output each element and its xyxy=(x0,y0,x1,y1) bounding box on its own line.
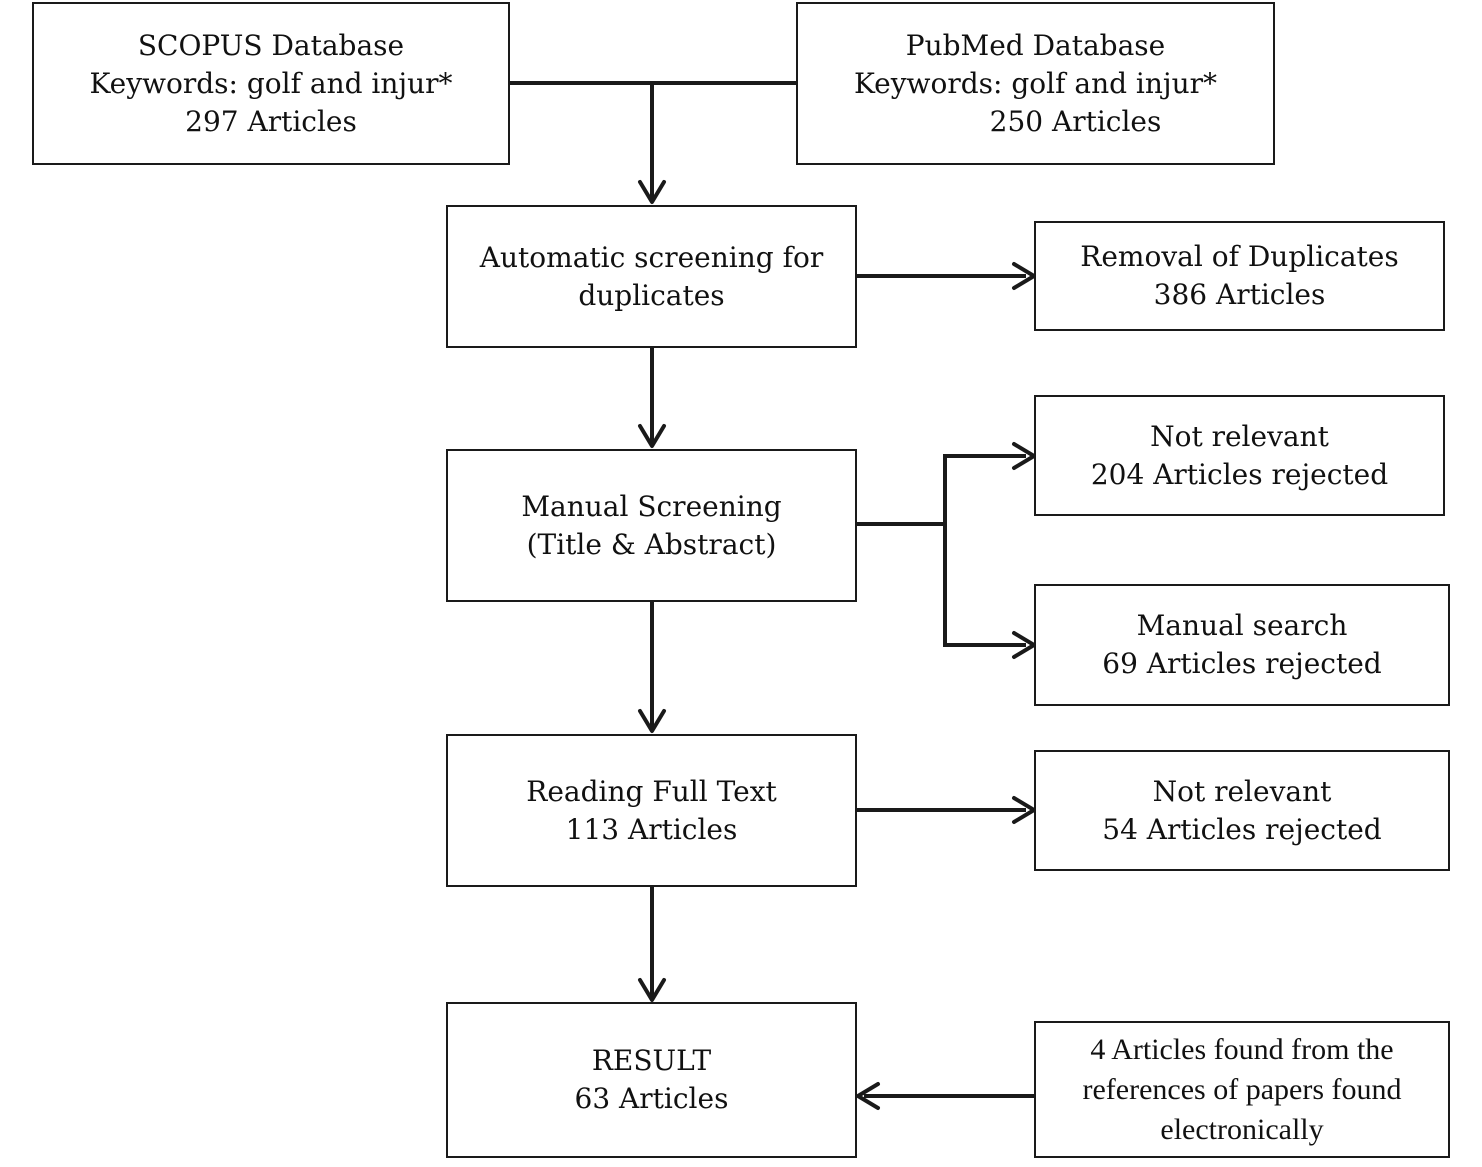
scopus-database-box: SCOPUS Database Keywords: golf and injur… xyxy=(32,2,510,165)
automatic-screening-box: Automatic screening for duplicates xyxy=(446,205,857,348)
not-relevant-box: Not relevant 204 Articles rejected xyxy=(1034,395,1445,516)
scopus-line-1: SCOPUS Database xyxy=(137,28,405,62)
auto-screening-line-2: duplicates xyxy=(578,278,725,312)
pubmed-line-2: Keywords: golf and injur* xyxy=(853,66,1218,100)
arrowhead-down-result xyxy=(638,978,666,1002)
not-relevant-2-line-2: 54 Articles rejected xyxy=(1102,812,1382,846)
pubmed-line-3: 250 Articles xyxy=(989,104,1162,138)
full-text-line-1: Reading Full Text xyxy=(526,774,777,808)
arrowhead-down-fulltext xyxy=(638,709,666,733)
scopus-line-3: 297 Articles xyxy=(185,104,357,138)
manual-screening-box: Manual Screening (Title & Abstract) xyxy=(446,449,857,602)
arrowhead-down-screening xyxy=(638,180,666,204)
reading-full-text-box: Reading Full Text 113 Articles xyxy=(446,734,857,887)
manual-search-box: Manual search 69 Articles rejected xyxy=(1034,584,1450,706)
not-relevant-line-1: Not relevant xyxy=(1150,419,1329,453)
result-line-1: RESULT xyxy=(591,1044,712,1077)
manual-screening-line-1: Manual Screening xyxy=(521,489,782,523)
manual-screening-line-2: (Title & Abstract) xyxy=(526,527,777,561)
removal-of-duplicates-box: Removal of Duplicates 386 Articles xyxy=(1034,221,1445,331)
references-line-3: electronically xyxy=(1160,1112,1324,1146)
duplicates-line-1: Removal of Duplicates xyxy=(1080,240,1399,273)
pubmed-line-1: PubMed Database xyxy=(905,28,1166,62)
full-text-line-2: 113 Articles xyxy=(565,812,738,846)
not-relevant-2-line-1: Not relevant xyxy=(1152,774,1332,808)
arrowhead-down-manual xyxy=(638,424,666,448)
not-relevant-full-text-box: Not relevant 54 Articles rejected xyxy=(1034,750,1450,871)
result-line-2: 63 Articles xyxy=(574,1082,729,1115)
manual-search-line-1: Manual search xyxy=(1136,609,1348,642)
arrowhead-left-result xyxy=(856,1082,880,1110)
manual-search-line-2: 69 Articles rejected xyxy=(1102,647,1382,680)
references-line-2: references of papers found xyxy=(1082,1072,1402,1106)
references-line-1: 4 Articles found from the xyxy=(1090,1032,1394,1066)
result-box: RESULT 63 Articles xyxy=(446,1002,857,1158)
duplicates-line-2: 386 Articles xyxy=(1153,278,1326,311)
auto-screening-line-1: Automatic screening for xyxy=(479,240,824,274)
not-relevant-line-2: 204 Articles rejected xyxy=(1090,457,1389,491)
scopus-line-2: Keywords: golf and injur* xyxy=(89,66,453,100)
references-found-box: 4 Articles found from the references of … xyxy=(1034,1021,1450,1158)
pubmed-database-box: PubMed Database Keywords: golf and injur… xyxy=(796,2,1275,165)
